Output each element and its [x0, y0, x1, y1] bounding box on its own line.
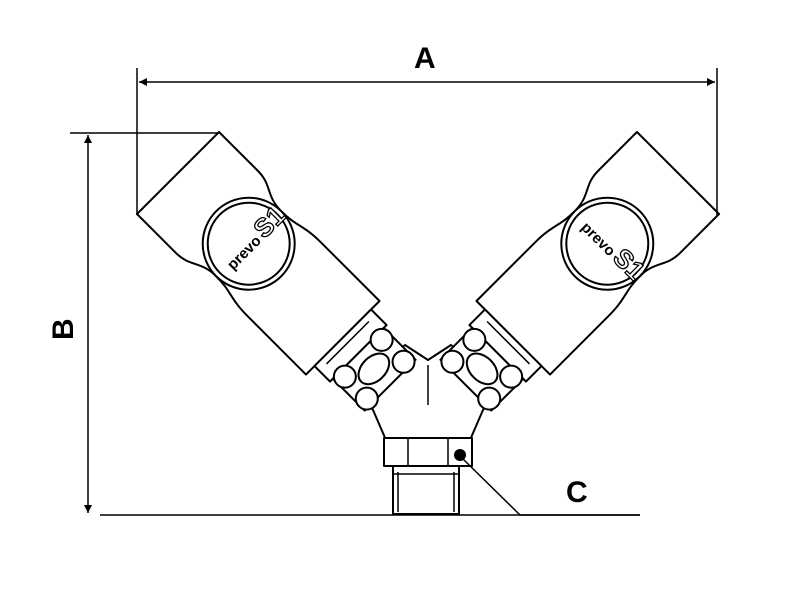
dim-a-label: A [414, 42, 436, 75]
dim-c-label: C [566, 476, 588, 509]
dim-c-leader [461, 457, 640, 516]
left-coupler: prevo S1 [135, 130, 435, 430]
thread [392, 465, 460, 515]
dim-b-label: B [47, 318, 80, 340]
right-coupler: prevo S1 [421, 130, 721, 430]
